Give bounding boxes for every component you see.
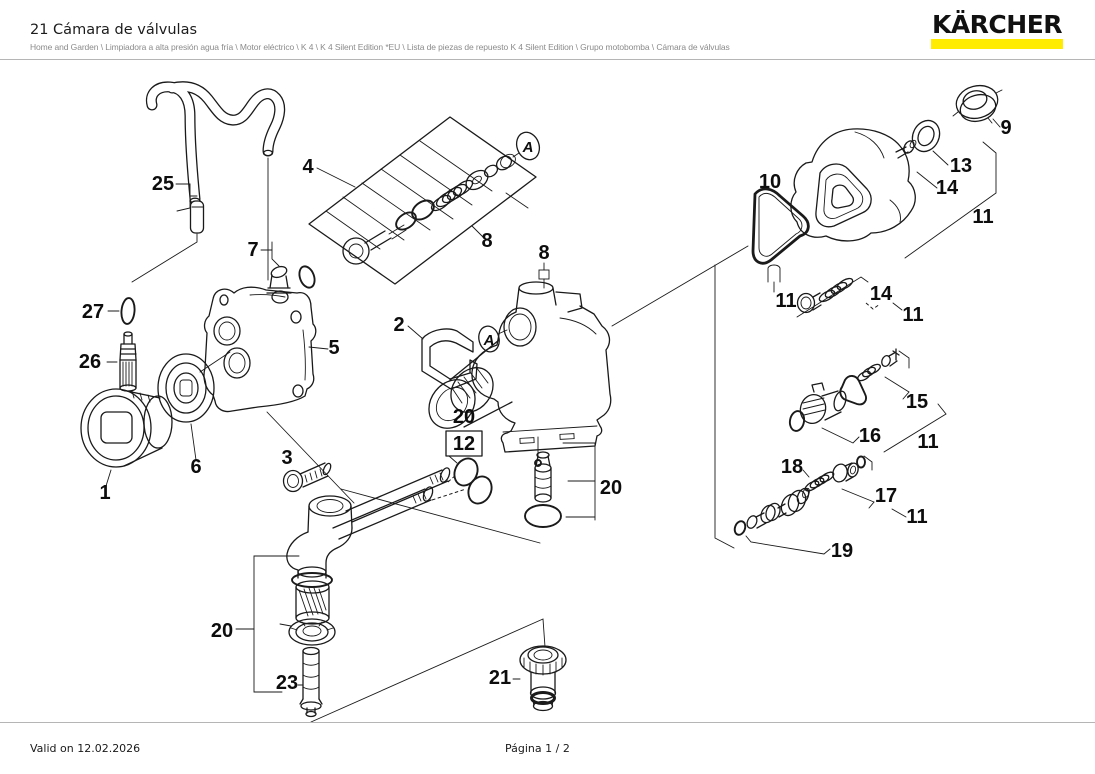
part-cylinder-head xyxy=(790,128,917,242)
callout-20-a: 20 xyxy=(453,406,475,428)
callout-4: 4 xyxy=(302,156,314,178)
callout-5: 5 xyxy=(328,337,339,359)
callout-8-b: 8 xyxy=(538,242,549,264)
callout-13: 13 xyxy=(950,155,972,177)
part-25-hose xyxy=(131,81,286,283)
part-5-pump-housing xyxy=(203,286,355,504)
callout-14-a: 14 xyxy=(936,177,959,199)
spring-coil xyxy=(430,179,474,212)
page-title: 21 Cámara de válvulas xyxy=(30,22,198,38)
part-2-clip xyxy=(407,325,478,390)
brand-logo: KÄRCHER xyxy=(931,12,1063,49)
part-20-check-valve xyxy=(524,436,596,528)
breadcrumb[interactable]: Home and Garden \ Limpiadora a alta pres… xyxy=(30,42,730,52)
callout-10: 10 xyxy=(759,171,781,193)
part-23-filter xyxy=(297,646,323,718)
callout-21: 21 xyxy=(489,667,511,689)
detail-a-top-label: A xyxy=(522,139,534,156)
detail-marker-a-top: A xyxy=(515,131,541,161)
callout-6: 6 xyxy=(190,456,201,478)
part-10-gasket xyxy=(751,187,810,293)
part-21-hose-adapter xyxy=(310,618,567,723)
detail-a-mid-label: A xyxy=(483,332,495,349)
part-outlet-elbow xyxy=(428,281,612,453)
callout-14-b: 14 xyxy=(870,283,893,305)
callout-3: 3 xyxy=(281,447,292,469)
part-20-inlet-stack xyxy=(235,555,336,693)
validity-date: Valid on 12.02.2026 xyxy=(30,742,141,755)
callout-20-c: 20 xyxy=(211,620,233,642)
part-8-pin-callout xyxy=(538,262,550,289)
bracket-11-top xyxy=(904,141,997,259)
callout-18: 18 xyxy=(781,456,803,478)
part-3-screw xyxy=(282,462,332,493)
callout-9: 9 xyxy=(1000,117,1011,139)
part-7-fitting xyxy=(260,241,316,304)
brand-logo-underline xyxy=(931,39,1063,49)
callout-11-e: 11 xyxy=(906,506,927,528)
callout-12: 12 xyxy=(453,433,475,455)
callout-8-a: 8 xyxy=(481,230,492,252)
callout-11-b: 11 xyxy=(972,206,993,228)
callout-17: 17 xyxy=(875,485,897,507)
header-divider xyxy=(0,59,1095,60)
callout-labels: 25 27 26 1 6 5 3 7 4 8 8 2 20 12 20 20 2… xyxy=(79,117,1012,694)
part-suction-tubes xyxy=(286,430,541,579)
callout-23: 23 xyxy=(276,672,298,694)
callout-7: 7 xyxy=(247,239,258,261)
part-1-cap xyxy=(80,388,173,487)
part-16-valve xyxy=(788,348,947,453)
callout-25: 25 xyxy=(152,173,174,195)
footer-divider xyxy=(0,722,1095,723)
callout-11-a: 11 xyxy=(775,290,796,312)
part-6-washer-disc xyxy=(157,351,231,461)
callout-11-c: 11 xyxy=(902,304,923,326)
callout-26: 26 xyxy=(79,351,101,373)
right-group-bracket xyxy=(611,245,749,549)
callout-1: 1 xyxy=(99,482,110,504)
part-17-18-bushing-spring xyxy=(802,455,907,518)
brand-logo-text: KÄRCHER xyxy=(931,10,1063,39)
callout-16: 16 xyxy=(859,425,881,447)
part-9-bearing-cover xyxy=(952,84,1003,128)
part-26-valve-insert xyxy=(106,331,137,392)
part-27-oring xyxy=(107,297,136,325)
page-number: Página 1 / 2 xyxy=(505,742,570,755)
callout-27: 27 xyxy=(82,301,104,323)
callout-19: 19 xyxy=(831,540,853,562)
part-4-valve-parts xyxy=(342,152,520,265)
callout-11-d: 11 xyxy=(917,431,938,453)
part-13-seal xyxy=(911,119,949,189)
part-19-piston xyxy=(733,487,831,555)
callout-15: 15 xyxy=(906,391,928,413)
part-14-plug-spring xyxy=(796,276,903,318)
callout-2: 2 xyxy=(393,314,404,336)
callout-20-b: 20 xyxy=(600,477,622,499)
detail-marker-a-mid: A xyxy=(478,325,508,353)
